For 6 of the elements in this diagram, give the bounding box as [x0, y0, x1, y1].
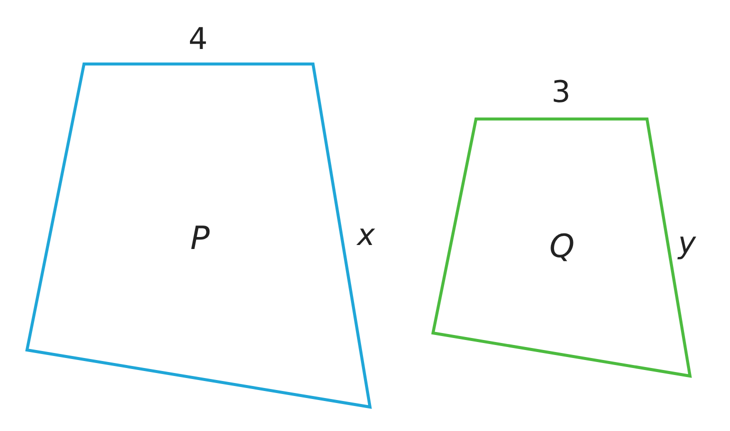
side-length: 3: [551, 78, 571, 108]
side-variable: y: [678, 229, 696, 259]
side-length: 4: [188, 25, 208, 55]
shape-label: P: [190, 222, 210, 254]
side-variable: x: [357, 221, 375, 251]
shape-label: Q: [549, 230, 575, 262]
